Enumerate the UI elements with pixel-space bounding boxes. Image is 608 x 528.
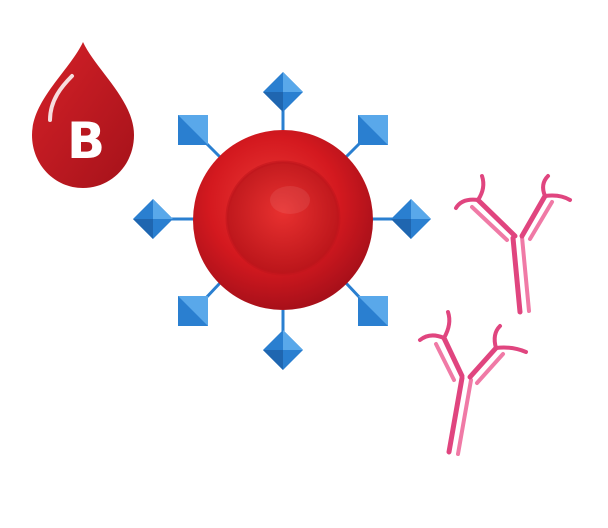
antigen-b-marker xyxy=(178,296,208,326)
antigen-b-marker xyxy=(391,199,431,239)
red-blood-cell xyxy=(193,130,373,310)
antigen-b-marker xyxy=(178,115,208,145)
anti-a-antibody xyxy=(454,174,572,315)
antigen-b-marker xyxy=(263,330,303,370)
antigen-b-marker xyxy=(358,296,388,326)
anti-a-antibody xyxy=(418,310,528,456)
antigen-b-marker xyxy=(133,199,173,239)
blood-drop-icon: B xyxy=(32,42,134,188)
antigen-b-marker xyxy=(263,72,303,112)
antigen-markers xyxy=(133,72,431,370)
antigen-stalks xyxy=(170,108,395,334)
antigen-b-marker xyxy=(358,115,388,145)
blood-type-letter: B xyxy=(67,112,105,170)
